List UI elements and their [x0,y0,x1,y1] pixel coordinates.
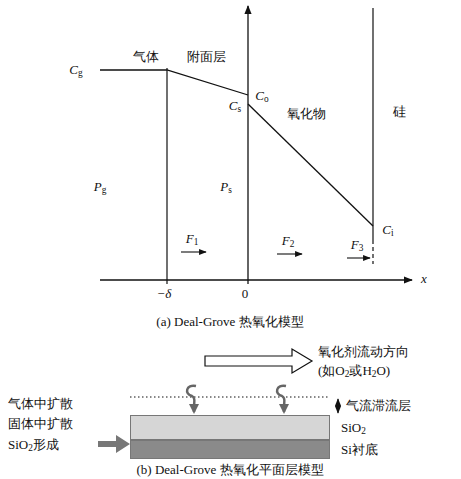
symbol-subscript: s [238,104,242,114]
text-run: Si衬底 [341,441,378,456]
text-run: (a) Deal-Grove 热氧化模型 [156,314,303,329]
symbol-subscript: 1 [194,237,199,247]
stagnant-layer-line [130,396,330,397]
flow-arrow [205,349,312,373]
layer-thickness-arrow [337,399,338,413]
symbol-letter: C [69,62,78,77]
text-run: O) [376,363,390,378]
oxide-layer: SiO2 [130,415,330,440]
gas-concentration-line [100,70,248,95]
concentration-symbol: Cs [229,99,241,113]
symbol-letter: P [220,179,228,194]
subscript: 2 [372,369,377,379]
flux-arrow [347,257,370,258]
symbol-subscript: g [102,185,107,195]
process-label: 固体中扩散 [8,417,73,431]
x-axis [100,279,412,280]
layer-label: Si衬底 [341,442,378,456]
concentration-symbol: Cg [69,63,82,77]
text-run: SiO [341,419,361,434]
si-interface-dash [372,240,373,264]
text-run: 气体中扩散 [8,396,73,411]
region-label: 氧化物 [287,107,326,121]
flux-symbol: F3 [351,238,364,252]
flux-arrow [277,253,302,254]
region-label: 硅 [393,105,406,119]
region-label: 气体 [133,50,159,64]
layer-label: SiO2 [341,420,366,434]
symbol-letter: P [94,179,102,194]
subscript: 2 [345,369,350,379]
text-run: 气流滞流层 [346,398,411,413]
text-run: (如O [318,363,345,378]
symbol-letter: C [382,222,391,237]
diffusion-hook [277,386,286,412]
region-label: 附面层 [187,50,226,64]
flux-arrow [181,251,206,252]
text-run: 气体 [133,49,159,64]
flux-symbol: F1 [186,232,199,246]
text-run: 氧化物 [287,106,326,121]
axis-tick: 0 [242,287,249,301]
silicon-substrate: Si衬底 [130,440,330,459]
text-run: 或H [349,363,371,378]
symbol-subscript: o [264,94,269,104]
text-run: 硅 [393,104,406,119]
process-label: 气体中扩散 [8,397,73,411]
text-run: 附面层 [187,49,226,64]
flow-label: 氧化剂流动方向 [318,345,409,359]
flux-symbol: F2 [282,234,295,248]
text-run: 氧化剂流动方向 [318,344,409,359]
process-label: SiO2形成 [8,438,59,452]
axis-label: x [421,272,427,286]
symbol-letter: F [351,237,359,252]
subscript: 2 [361,426,366,436]
symbol-subscript: g [78,68,83,78]
text-run: SiO [8,437,28,452]
flow-label: (如O2或H2O) [318,364,390,378]
figure-caption: (a) Deal-Grove 热氧化模型 [156,315,303,329]
oxide-concentration-line [248,104,373,226]
pressure-symbol: Ps [220,180,232,194]
text-run: 0 [242,286,249,301]
y-axis [247,6,248,284]
axis-tick: −δ [157,287,172,301]
figure-caption: (b) Deal-Grove 热氧化平面层模型 [136,463,323,477]
text-run: 形成 [33,437,59,452]
text-run: (b) Deal-Grove 热氧化平面层模型 [136,462,323,477]
pressure-symbol: Pg [94,180,107,194]
boundary-layer-edge [166,68,167,284]
concentration-symbol: Co [255,89,268,103]
symbol-letter: F [186,231,194,246]
layer-label: 气流滞流层 [346,399,411,413]
symbol-letter: F [282,233,290,248]
symbol-letter: C [229,98,238,113]
diffusion-hook [187,386,196,412]
symbol-letter: C [255,88,264,103]
symbol-subscript: 2 [290,239,295,249]
subscript: 2 [28,443,33,453]
text-run: 固体中扩散 [8,416,73,431]
symbol-subscript: 3 [359,243,364,253]
symbol-subscript: i [391,228,394,238]
symbol-subscript: s [228,185,232,195]
sio2-formation-arrow [98,435,130,453]
si-interface-line [372,8,373,240]
concentration-symbol: Ci [382,223,393,237]
